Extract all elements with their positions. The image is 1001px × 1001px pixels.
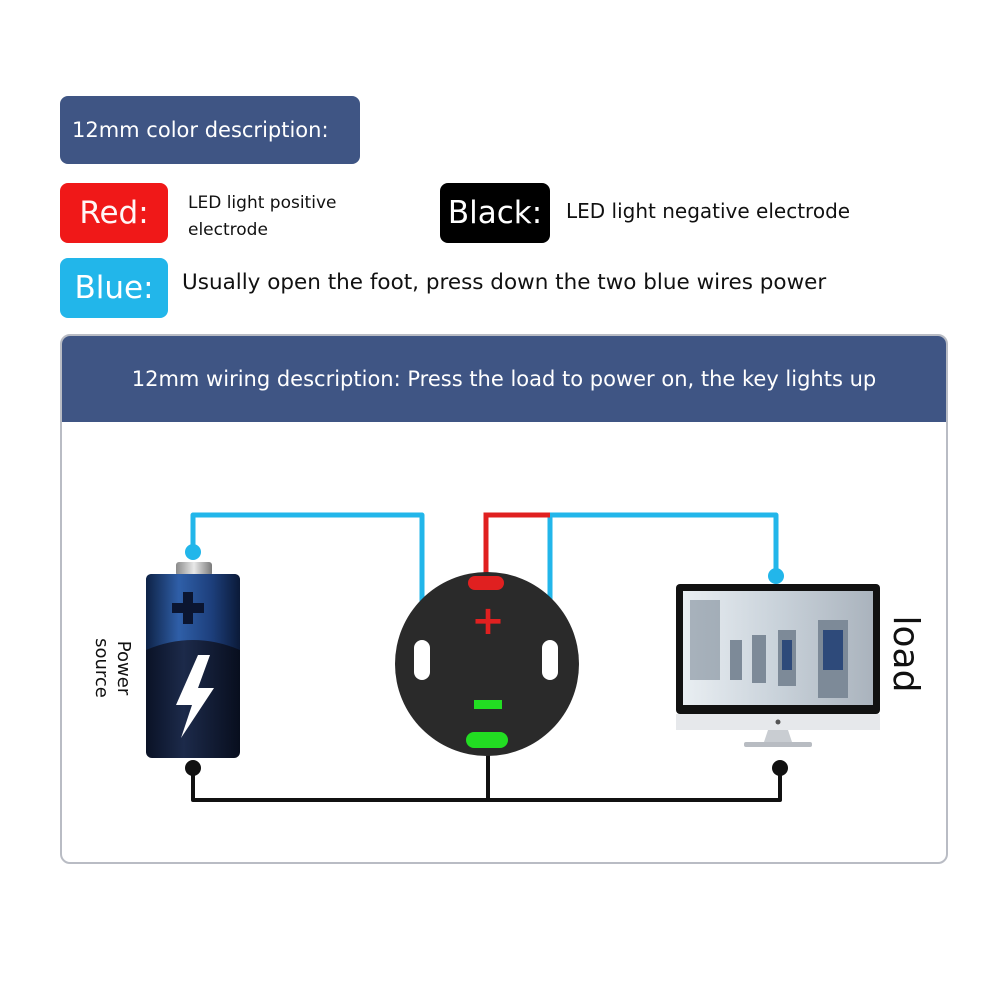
monitor-icon [676, 568, 880, 776]
switch-icon: + [395, 572, 579, 756]
blue-tag: Blue: [60, 258, 168, 318]
minus-symbol [474, 700, 502, 709]
plus-symbol: + [471, 598, 505, 644]
black-tag: Black: [440, 183, 550, 243]
blue-wire-right [547, 512, 779, 640]
black-description: LED light negative electrode [566, 199, 851, 223]
black-wire [191, 752, 782, 802]
red-tag: Red: [60, 183, 168, 243]
red-wire [483, 512, 550, 576]
wiring-description-title: 12mm wiring description: Press the load … [62, 336, 946, 422]
power-source-label: sourcePower [91, 638, 134, 698]
red-description: LED light positive electrode [188, 193, 337, 240]
blue-wire-left [190, 512, 425, 640]
color-description-title: 12mm color description: [60, 96, 360, 164]
load-label: load [885, 616, 926, 693]
battery-icon [146, 544, 240, 776]
blue-description: Usually open the foot, press down the tw… [182, 270, 827, 295]
